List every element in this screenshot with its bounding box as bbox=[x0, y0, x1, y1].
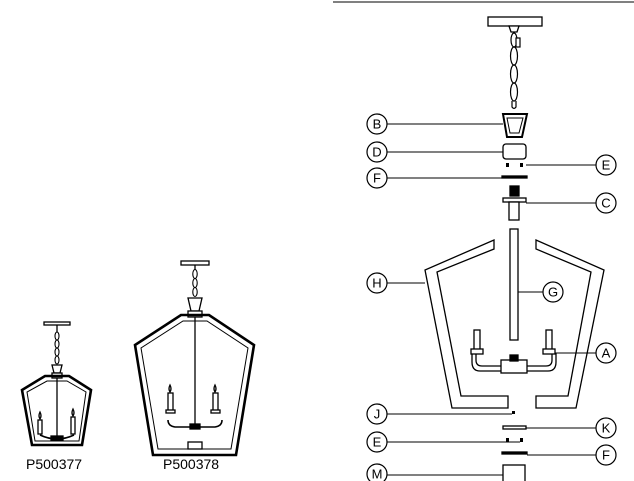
svg-text:H: H bbox=[372, 276, 381, 291]
chain-small bbox=[54, 331, 60, 365]
svg-text:G: G bbox=[548, 285, 558, 300]
part-k-washer bbox=[502, 425, 527, 430]
callout-f-bottom: F bbox=[595, 444, 617, 466]
part-f-plate-bottom bbox=[501, 451, 528, 455]
part-e-screws-top bbox=[506, 163, 523, 167]
chain-large bbox=[192, 268, 198, 298]
part-b-cup bbox=[501, 113, 529, 138]
part-h-frame bbox=[424, 239, 605, 409]
fixture-p500378 bbox=[133, 260, 256, 457]
svg-text:C: C bbox=[601, 196, 610, 211]
svg-text:F: F bbox=[373, 171, 381, 186]
part-d-cover bbox=[502, 143, 527, 160]
fixture-p500377 bbox=[20, 321, 93, 447]
part-a-arms bbox=[470, 329, 557, 374]
part-j-nut bbox=[512, 411, 515, 414]
callout-h: H bbox=[366, 272, 388, 294]
callout-c: C bbox=[595, 192, 617, 214]
part-g-rod bbox=[509, 228, 519, 341]
svg-text:D: D bbox=[372, 145, 381, 160]
exploded-view bbox=[424, 16, 605, 481]
callout-d: D bbox=[366, 141, 388, 163]
part-f-plate-top bbox=[501, 175, 528, 179]
callout-e-top: E bbox=[595, 154, 617, 176]
callout-e-bottom: E bbox=[366, 431, 388, 453]
callout-f-top: F bbox=[366, 167, 388, 189]
model-label-p500377: P500377 bbox=[26, 456, 82, 472]
part-e-screws-bottom bbox=[506, 438, 523, 442]
svg-text:F: F bbox=[602, 448, 610, 463]
model-label-p500378: P500378 bbox=[163, 456, 219, 472]
callout-m: M bbox=[366, 463, 388, 481]
svg-text:J: J bbox=[374, 407, 381, 422]
callout-b: B bbox=[366, 113, 388, 135]
svg-text:E: E bbox=[602, 158, 611, 173]
canopy-plate bbox=[487, 16, 543, 27]
svg-text:M: M bbox=[372, 467, 383, 481]
chain bbox=[509, 32, 521, 110]
part-m-cover bbox=[502, 464, 526, 481]
svg-text:E: E bbox=[373, 435, 382, 450]
svg-text:K: K bbox=[602, 421, 611, 436]
callout-j: J bbox=[366, 403, 388, 425]
callout-g: G bbox=[542, 281, 564, 303]
svg-text:A: A bbox=[602, 346, 611, 361]
callout-a: A bbox=[595, 342, 617, 364]
callout-k: K bbox=[595, 417, 617, 439]
svg-text:B: B bbox=[373, 117, 382, 132]
part-c-connector bbox=[502, 185, 527, 221]
